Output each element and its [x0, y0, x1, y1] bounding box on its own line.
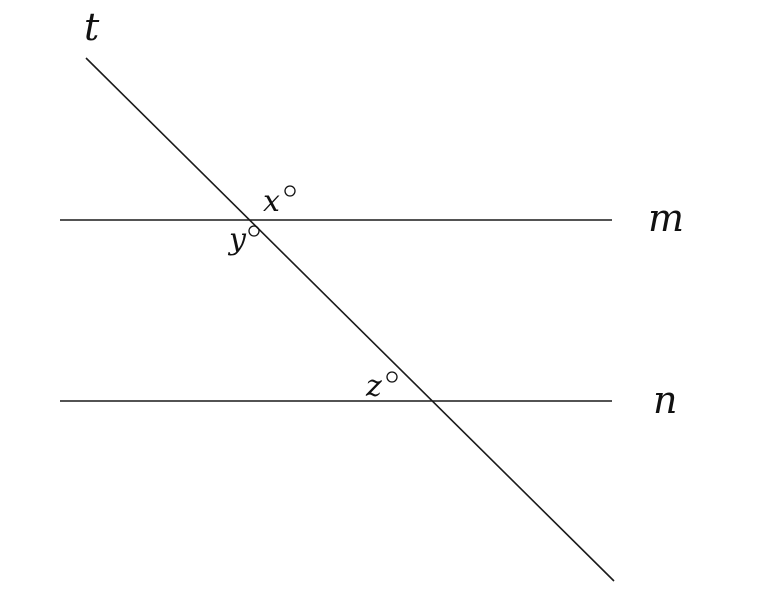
angle-y-degree-icon: [248, 225, 260, 237]
line-t: [85, 57, 615, 582]
label-t: t: [84, 5, 100, 49]
angle-y-variable: y: [227, 222, 247, 257]
angle-x-degree-icon: [284, 185, 296, 197]
angle-z-variable: z: [365, 369, 382, 404]
angle-z-degree-icon: [386, 371, 398, 383]
angle-y-label: y: [227, 222, 260, 257]
label-m: m: [648, 196, 684, 240]
angle-z-label: z: [365, 369, 398, 404]
angle-x-variable: x: [263, 184, 280, 219]
label-n: n: [653, 378, 677, 422]
angle-x-label: x: [263, 184, 296, 219]
